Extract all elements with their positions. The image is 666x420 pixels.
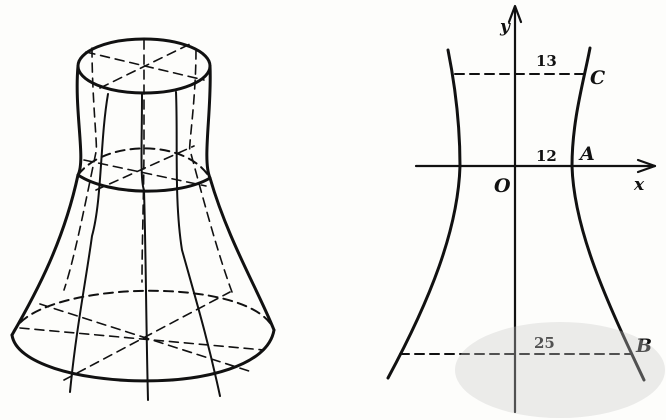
bottom-radius-label: 25	[534, 334, 555, 352]
tower-base-back	[11, 289, 275, 336]
hyperbola-left-branch	[386, 48, 462, 380]
tower-waist-diameter-2	[95, 145, 195, 191]
origin-label: O	[494, 175, 511, 197]
tower-top-diameter-2	[99, 43, 191, 89]
watermark-mark	[455, 322, 665, 418]
x-axis-arrow	[636, 158, 657, 174]
point-c-label: C	[590, 67, 605, 89]
tower-ruling-back-1	[63, 47, 98, 291]
y-axis-arrow	[507, 4, 523, 24]
cross-section-2d: y x O 13 C 12 A 25 B	[386, 4, 657, 414]
tower-ruling-back-3	[141, 39, 145, 283]
point-a-label: A	[578, 143, 595, 165]
tower-left-silhouette	[10, 64, 83, 337]
top-radius-label: 13	[536, 52, 557, 70]
tower-3d	[10, 37, 276, 401]
y-axis-label: y	[499, 17, 511, 37]
tower-right-silhouette	[205, 64, 276, 332]
tower-ruling-3	[140, 93, 149, 401]
tower-ruling-1	[69, 93, 109, 393]
x-axis-label: x	[633, 175, 645, 195]
tower-base-diameter-3	[39, 303, 253, 373]
waist-radius-label: 12	[536, 147, 557, 165]
tower-base-diameter-2	[63, 291, 231, 381]
tower-base-diameter-1	[19, 327, 265, 351]
tower-ruling-2	[175, 91, 221, 397]
tower-ruling-back-2	[188, 49, 233, 293]
hyperbola-right-branch	[570, 46, 646, 382]
tower-waist-diameter-1	[83, 159, 207, 187]
point-b-label: B	[635, 335, 652, 357]
tower-base-front	[10, 328, 276, 383]
